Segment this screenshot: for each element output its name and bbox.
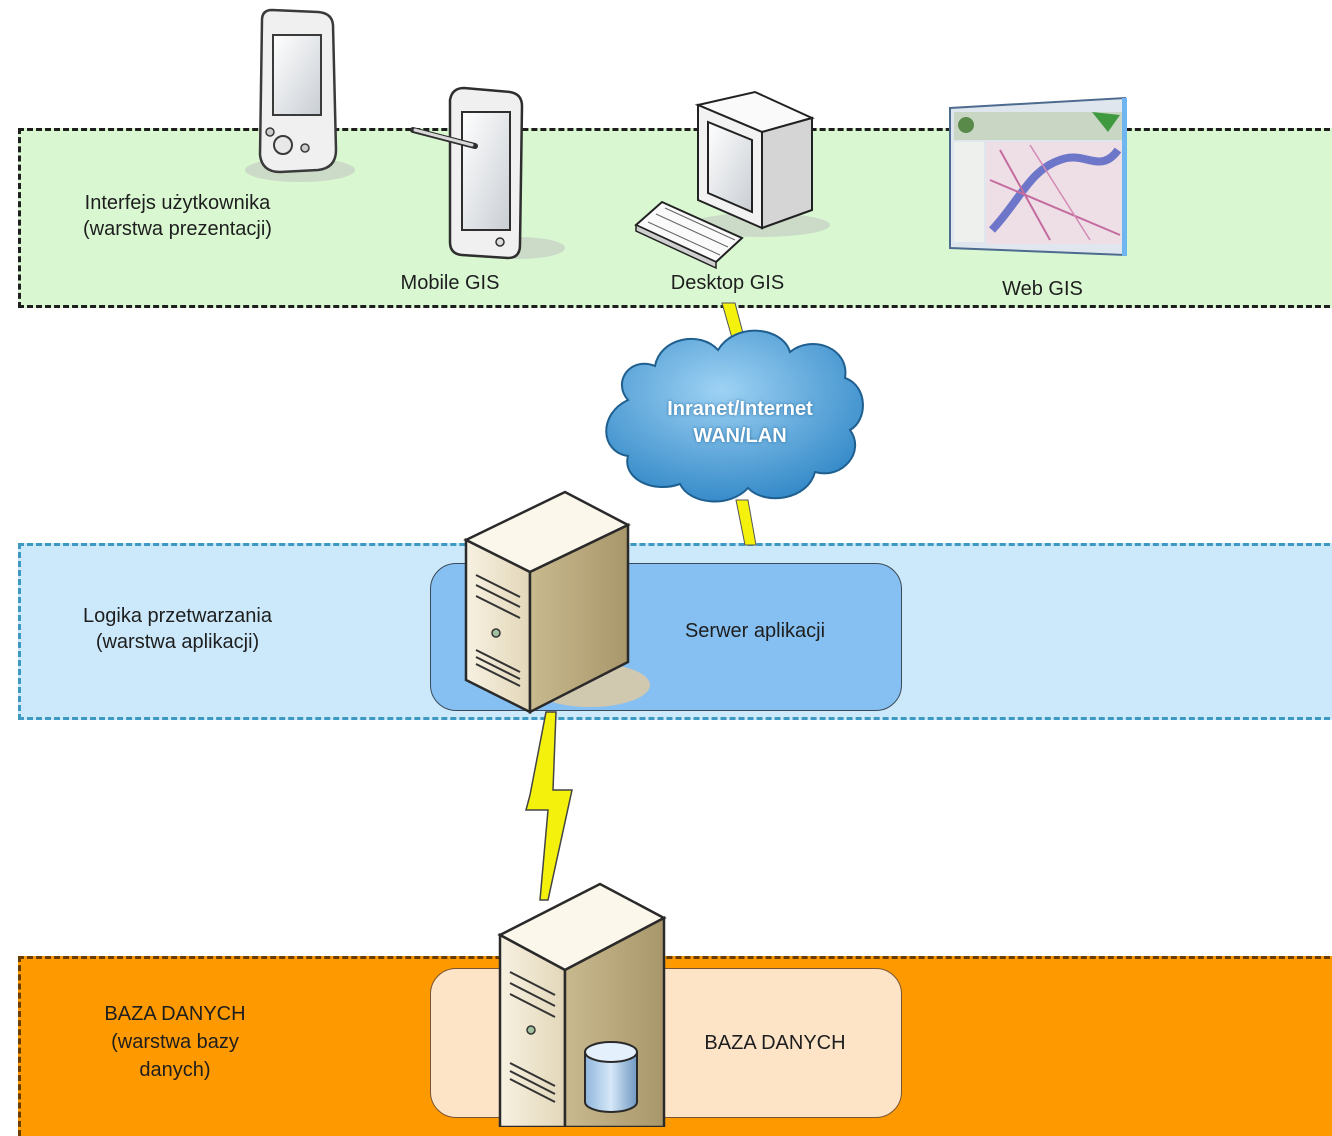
server-icon (463, 490, 650, 715)
application-layer-title: Logika przetwarzania (83, 605, 272, 627)
application-layer-label: Logika przetwarzania (warstwa aplikacji) (55, 603, 300, 655)
presentation-layer-subtitle: (warstwa prezentacji) (83, 218, 272, 240)
database-layer-label: BAZA DANYCH (warstwa bazy danych) (70, 1000, 280, 1084)
cloud-icon (605, 329, 864, 503)
database-layer-title: BAZA DANYCH (104, 1003, 246, 1025)
tablet-pen-icon (410, 86, 565, 260)
database-layer-subtitle-1: (warstwa bazy (111, 1031, 239, 1053)
lightning-link-icon (525, 711, 573, 901)
web-gis-label: Web GIS (1002, 278, 1083, 300)
application-server-label: Serwer aplikacji (684, 620, 826, 642)
network-cloud-label: Inranet/Internet WAN/LAN (600, 396, 880, 450)
mobile-gis-label: Mobile GIS (400, 272, 500, 294)
network-line2: WAN/LAN (693, 425, 787, 447)
presentation-layer-label: Interfejs użytkownika (warstwa prezentac… (60, 190, 295, 242)
database-layer-subtitle-2: danych) (139, 1059, 211, 1081)
database-server-label: BAZA DANYCH (704, 1032, 846, 1054)
pda-icon (245, 8, 355, 182)
desktop-computer-icon (634, 90, 830, 270)
application-layer-subtitle: (warstwa aplikacji) (95, 631, 260, 653)
presentation-layer-title: Interfejs użytkownika (84, 192, 271, 214)
database-server-icon (497, 882, 667, 1127)
desktop-gis-label: Desktop GIS (670, 272, 785, 294)
network-line1: Inranet/Internet (667, 398, 813, 420)
web-browser-map-icon (949, 96, 1127, 257)
